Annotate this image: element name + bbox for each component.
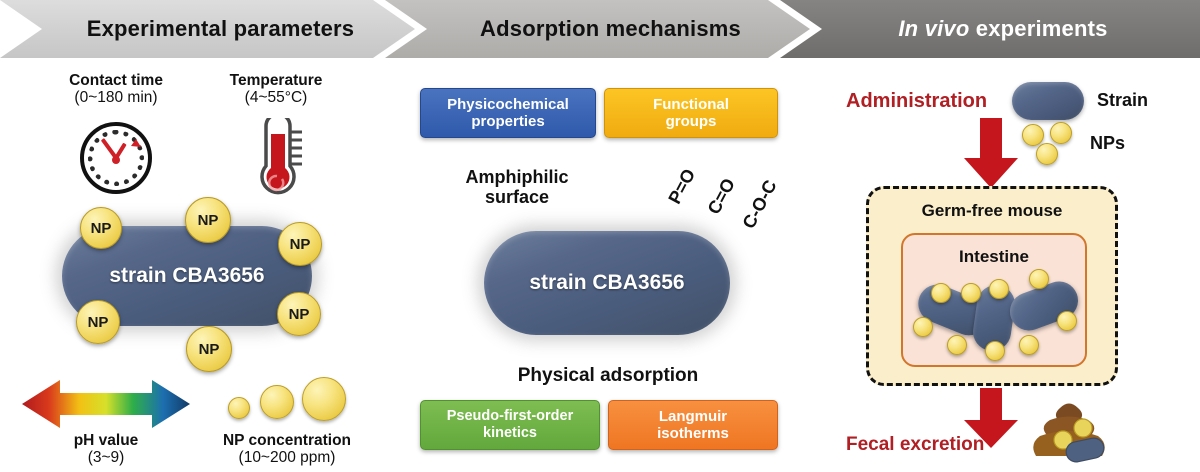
intestine-np <box>1029 269 1049 289</box>
clock-center-dot <box>112 156 120 164</box>
intestine-np <box>985 341 1005 361</box>
intestine-np <box>1057 311 1077 331</box>
tag-text: Langmuir isotherms <box>657 408 729 443</box>
legend-label-strain: Strain <box>1097 90 1149 110</box>
intestine-np <box>961 283 981 303</box>
intestine-np <box>913 317 933 337</box>
contact-time-caption: Contact time (0~180 min) <box>40 72 192 107</box>
np-label: NP <box>288 305 310 323</box>
tag-line2: kinetics <box>483 425 537 441</box>
step-header-label: Experimental parameters <box>86 16 355 41</box>
tag-pseudo-first-order-kinetics[interactable]: Pseudo-first-order kinetics <box>420 400 600 450</box>
np-concentration-range: (10~200 ppm) <box>238 449 336 467</box>
np-dots-icon <box>1022 124 1044 146</box>
np-dots-icon <box>1036 143 1058 165</box>
clock-ticks <box>88 130 144 186</box>
intestine-np <box>989 279 1009 299</box>
physical-adsorption-label: Physical adsorption <box>517 365 699 386</box>
np-label: NP <box>198 340 220 358</box>
feces-icon <box>1033 403 1105 463</box>
np-size-small <box>228 397 250 419</box>
intestine-box: Intestine <box>901 233 1087 367</box>
tag-line1: Pseudo-first-order <box>446 408 574 425</box>
np-label: NP <box>87 313 109 331</box>
strain-capsule-icon <box>1012 82 1084 120</box>
np-size-large <box>302 377 346 421</box>
np-label: NP <box>197 211 219 229</box>
step-header-label: Adsorption mechanisms <box>480 16 741 41</box>
step-header-label-italic: In vivo <box>898 16 970 41</box>
administration-label: Administration <box>846 90 988 112</box>
step-header-label: In vivo experiments <box>872 16 1107 42</box>
contact-time-title: Contact time <box>69 72 163 89</box>
np-particle: NP <box>80 207 122 249</box>
temperature-range: (4~55°C) <box>244 89 308 107</box>
intestine-np <box>1019 335 1039 355</box>
tag-text: Pseudo-first-order kinetics <box>447 408 574 441</box>
tag-line2: groups <box>665 113 717 130</box>
fecal-excretion-label: Fecal excretion <box>846 434 985 455</box>
germ-free-mouse-title: Germ-free mouse <box>921 201 1063 220</box>
surface-label-line2: surface <box>484 187 550 208</box>
thermometer-icon <box>260 118 302 195</box>
temperature-title: Temperature <box>229 72 323 89</box>
functional-group-label-c-o: C=O <box>703 175 739 218</box>
ph-gradient-arrow-icon <box>22 380 190 428</box>
bacterial-cell-middle: strain CBA3656 <box>484 231 730 335</box>
np-particle: NP <box>186 326 232 372</box>
ph-caption: pH value (3~9) <box>36 432 176 467</box>
fecal-excretion-arrow-icon <box>964 388 1018 448</box>
tag-line2: isotherms <box>657 425 729 442</box>
np-label: NP <box>289 235 311 253</box>
np-particle: NP <box>185 197 231 243</box>
cell-label: strain CBA3656 <box>109 264 265 287</box>
clock-arrowhead <box>131 139 141 147</box>
germ-free-mouse-box: Germ-free mouse Intestine <box>866 186 1118 386</box>
clock-icon <box>80 122 152 194</box>
tag-line2: properties <box>471 113 545 130</box>
functional-group-label-p-o: P=O <box>664 165 700 208</box>
np-concentration-caption: NP concentration (10~200 ppm) <box>197 432 377 467</box>
np-size-medium <box>260 385 294 419</box>
tag-functional-groups[interactable]: Functional groups <box>604 88 778 138</box>
np-dots-icon <box>1050 122 1072 144</box>
np-particle: NP <box>278 222 322 266</box>
intestine-np <box>931 283 951 303</box>
tag-langmuir-isotherms[interactable]: Langmuir isotherms <box>608 400 778 450</box>
cell-label: strain CBA3656 <box>529 271 685 294</box>
step-header-adsorption-mechanisms: Adsorption mechanisms <box>385 0 810 58</box>
tag-text: Physicochemical properties <box>447 96 569 131</box>
step-header-experimental-parameters: Experimental parameters <box>0 0 415 58</box>
np-concentration-title: NP concentration <box>222 432 352 449</box>
np-particle: NP <box>277 292 321 336</box>
legend-label-nps: NPs <box>1090 133 1126 153</box>
amphiphilic-surface-label: Amphiphilic surface <box>437 167 597 207</box>
np-particle: NP <box>76 300 120 344</box>
tag-text: Functional groups <box>653 96 729 131</box>
ph-range: (3~9) <box>87 449 125 467</box>
tag-line1: Langmuir <box>658 407 728 425</box>
contact-time-range: (0~180 min) <box>74 89 158 107</box>
tag-physicochemical-properties[interactable]: Physicochemical properties <box>420 88 596 138</box>
step-header-label-rest: experiments <box>975 16 1108 41</box>
surface-label-line1: Amphiphilic <box>465 167 569 187</box>
step-header-in-vivo-experiments: In vivo experiments <box>780 0 1200 58</box>
functional-group-label-c-o-c: C-O-C <box>738 176 781 232</box>
tag-line1: Physicochemical <box>447 95 569 113</box>
ph-title: pH value <box>73 432 139 449</box>
administration-arrow-icon <box>964 118 1018 188</box>
intestine-np <box>947 335 967 355</box>
np-label: NP <box>90 219 112 237</box>
tag-line1: Functional <box>653 95 729 113</box>
intestine-title: Intestine <box>959 247 1029 266</box>
temperature-caption: Temperature (4~55°C) <box>200 72 352 107</box>
